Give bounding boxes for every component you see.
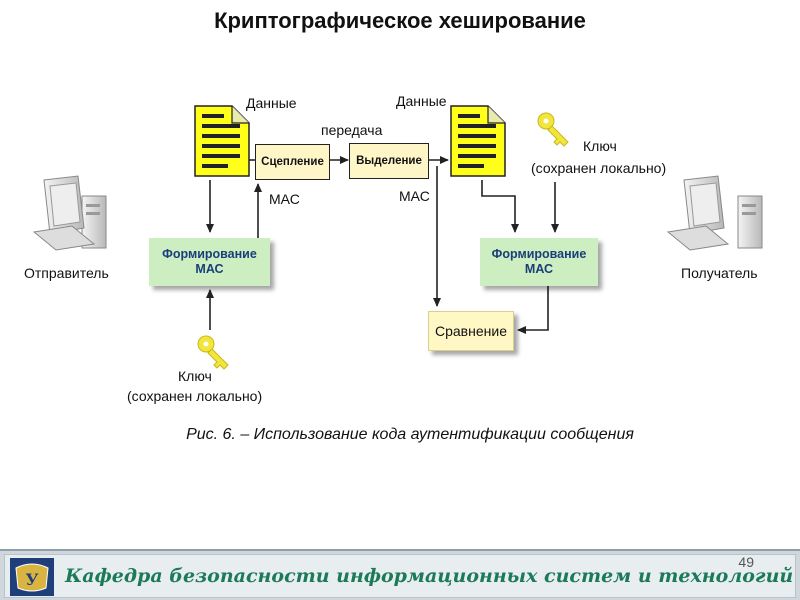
footer-panel: У Кафедра безопасности информационных си… [4, 554, 796, 598]
key-right-icon [537, 112, 569, 147]
footer-department-text: Кафедра безопасности информационных сист… [65, 565, 794, 587]
department-logo-icon: У [10, 558, 54, 596]
document-left-icon [194, 105, 250, 177]
page-number: 49 [738, 554, 754, 570]
document-right-icon [450, 105, 506, 177]
form-mac-left-box: Формирование МАС [149, 238, 270, 286]
transfer-label: передача [321, 122, 383, 138]
sender-computer-icon [32, 175, 107, 251]
key-right-label-line1: Ключ [583, 138, 617, 154]
receiver-computer-icon [666, 175, 763, 251]
extract-box: Выделение [349, 143, 429, 179]
compare-box: Сравнение [428, 311, 514, 351]
key-right-label-line2: (сохранен локально) [531, 160, 667, 176]
mac-right-label: МАС [399, 188, 430, 204]
mac-left-label: МАС [269, 191, 300, 207]
logo-letter: У [26, 570, 39, 589]
data-right-label: Данные [396, 93, 447, 109]
data-left-label: Данные [246, 95, 297, 111]
slide-title: Криптографическое хеширование [214, 8, 586, 33]
receiver-label: Получатель [681, 265, 758, 281]
arrow-data-to-form-right [481, 180, 519, 233]
key-left-label-line2: (сохранен локально) [127, 388, 263, 404]
sender-label: Отправитель [24, 265, 109, 281]
footer-bar: У Кафедра безопасности информационных си… [0, 549, 800, 600]
key-left-icon [197, 335, 229, 370]
concat-box: Сцепление [255, 144, 330, 180]
figure-caption: Рис. 6. – Использование кода аутентифика… [186, 426, 634, 443]
form-mac-right-box: Формирование МАС [480, 238, 598, 286]
diagram-graphics [32, 105, 763, 370]
arrow-form-to-compare [517, 286, 549, 334]
key-left-label-line1: Ключ [178, 368, 212, 384]
